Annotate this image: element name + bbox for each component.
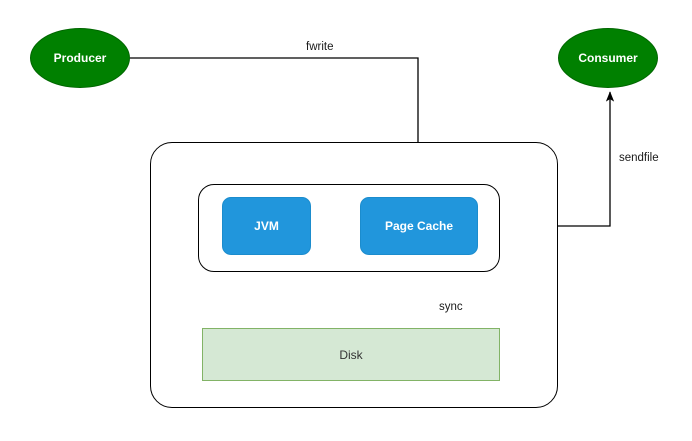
page-cache-node: Page Cache <box>360 197 478 255</box>
jvm-node: JVM <box>222 197 311 255</box>
edge-label-fwrite: fwrite <box>304 41 336 53</box>
producer-node: Producer <box>30 28 130 88</box>
producer-label: Producer <box>53 51 107 65</box>
edge-label-sendfile: sendfile <box>617 152 661 164</box>
consumer-node: Consumer <box>558 28 658 88</box>
disk-node: Disk <box>202 328 500 381</box>
consumer-label: Consumer <box>578 51 638 65</box>
jvm-label: JVM <box>254 219 279 233</box>
edge-label-sync: sync <box>437 301 465 313</box>
page-cache-label: Page Cache <box>384 219 454 233</box>
disk-label: Disk <box>339 347 363 362</box>
edge-fwrite-path <box>130 57 419 142</box>
